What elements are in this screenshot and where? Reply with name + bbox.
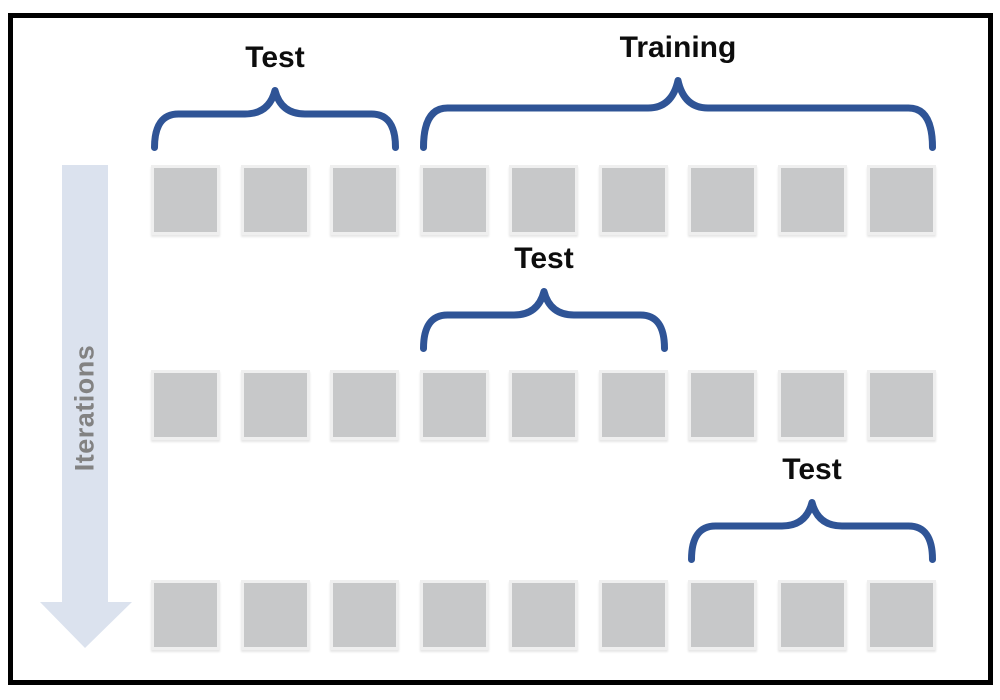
- fold-row-2: [0, 370, 1000, 440]
- fold-square: [330, 165, 399, 235]
- fold-square: [867, 165, 936, 235]
- fold-row-3: [0, 580, 1000, 650]
- curly-brace-icon: [420, 288, 668, 352]
- fold-square: [778, 370, 847, 440]
- brace-group: Test: [151, 40, 399, 151]
- iterations-arrow-icon: [40, 165, 132, 648]
- fold-square: [688, 165, 757, 235]
- curly-brace-icon: [151, 87, 399, 151]
- brace-label: Test: [782, 453, 842, 486]
- fold-square: [420, 370, 489, 440]
- brace-group: Training: [420, 30, 936, 151]
- fold-square: [420, 165, 489, 235]
- fold-square: [509, 370, 578, 440]
- fold-square: [867, 580, 936, 650]
- fold-square: [509, 165, 578, 235]
- fold-square: [420, 580, 489, 650]
- fold-square: [151, 580, 220, 650]
- curly-brace-icon: [420, 77, 936, 151]
- fold-square: [599, 165, 668, 235]
- fold-square: [151, 370, 220, 440]
- fold-square: [778, 580, 847, 650]
- curly-brace-icon: [688, 499, 936, 563]
- down-arrow-shape: [40, 165, 132, 648]
- brace-label: Test: [245, 41, 305, 74]
- fold-square: [599, 370, 668, 440]
- brace-label: Training: [619, 31, 737, 64]
- fold-square: [330, 370, 399, 440]
- brace-group: Test: [688, 452, 936, 563]
- outer-border: [8, 13, 993, 685]
- fold-square: [241, 370, 310, 440]
- fold-square: [688, 580, 757, 650]
- fold-square: [867, 370, 936, 440]
- fold-row-1: [0, 165, 1000, 235]
- brace-group: Test: [420, 241, 668, 352]
- fold-square: [509, 580, 578, 650]
- brace-label: Test: [514, 242, 574, 275]
- fold-square: [599, 580, 668, 650]
- fold-square: [688, 370, 757, 440]
- fold-square: [241, 580, 310, 650]
- fold-square: [241, 165, 310, 235]
- fold-square: [151, 165, 220, 235]
- fold-square: [778, 165, 847, 235]
- fold-square: [330, 580, 399, 650]
